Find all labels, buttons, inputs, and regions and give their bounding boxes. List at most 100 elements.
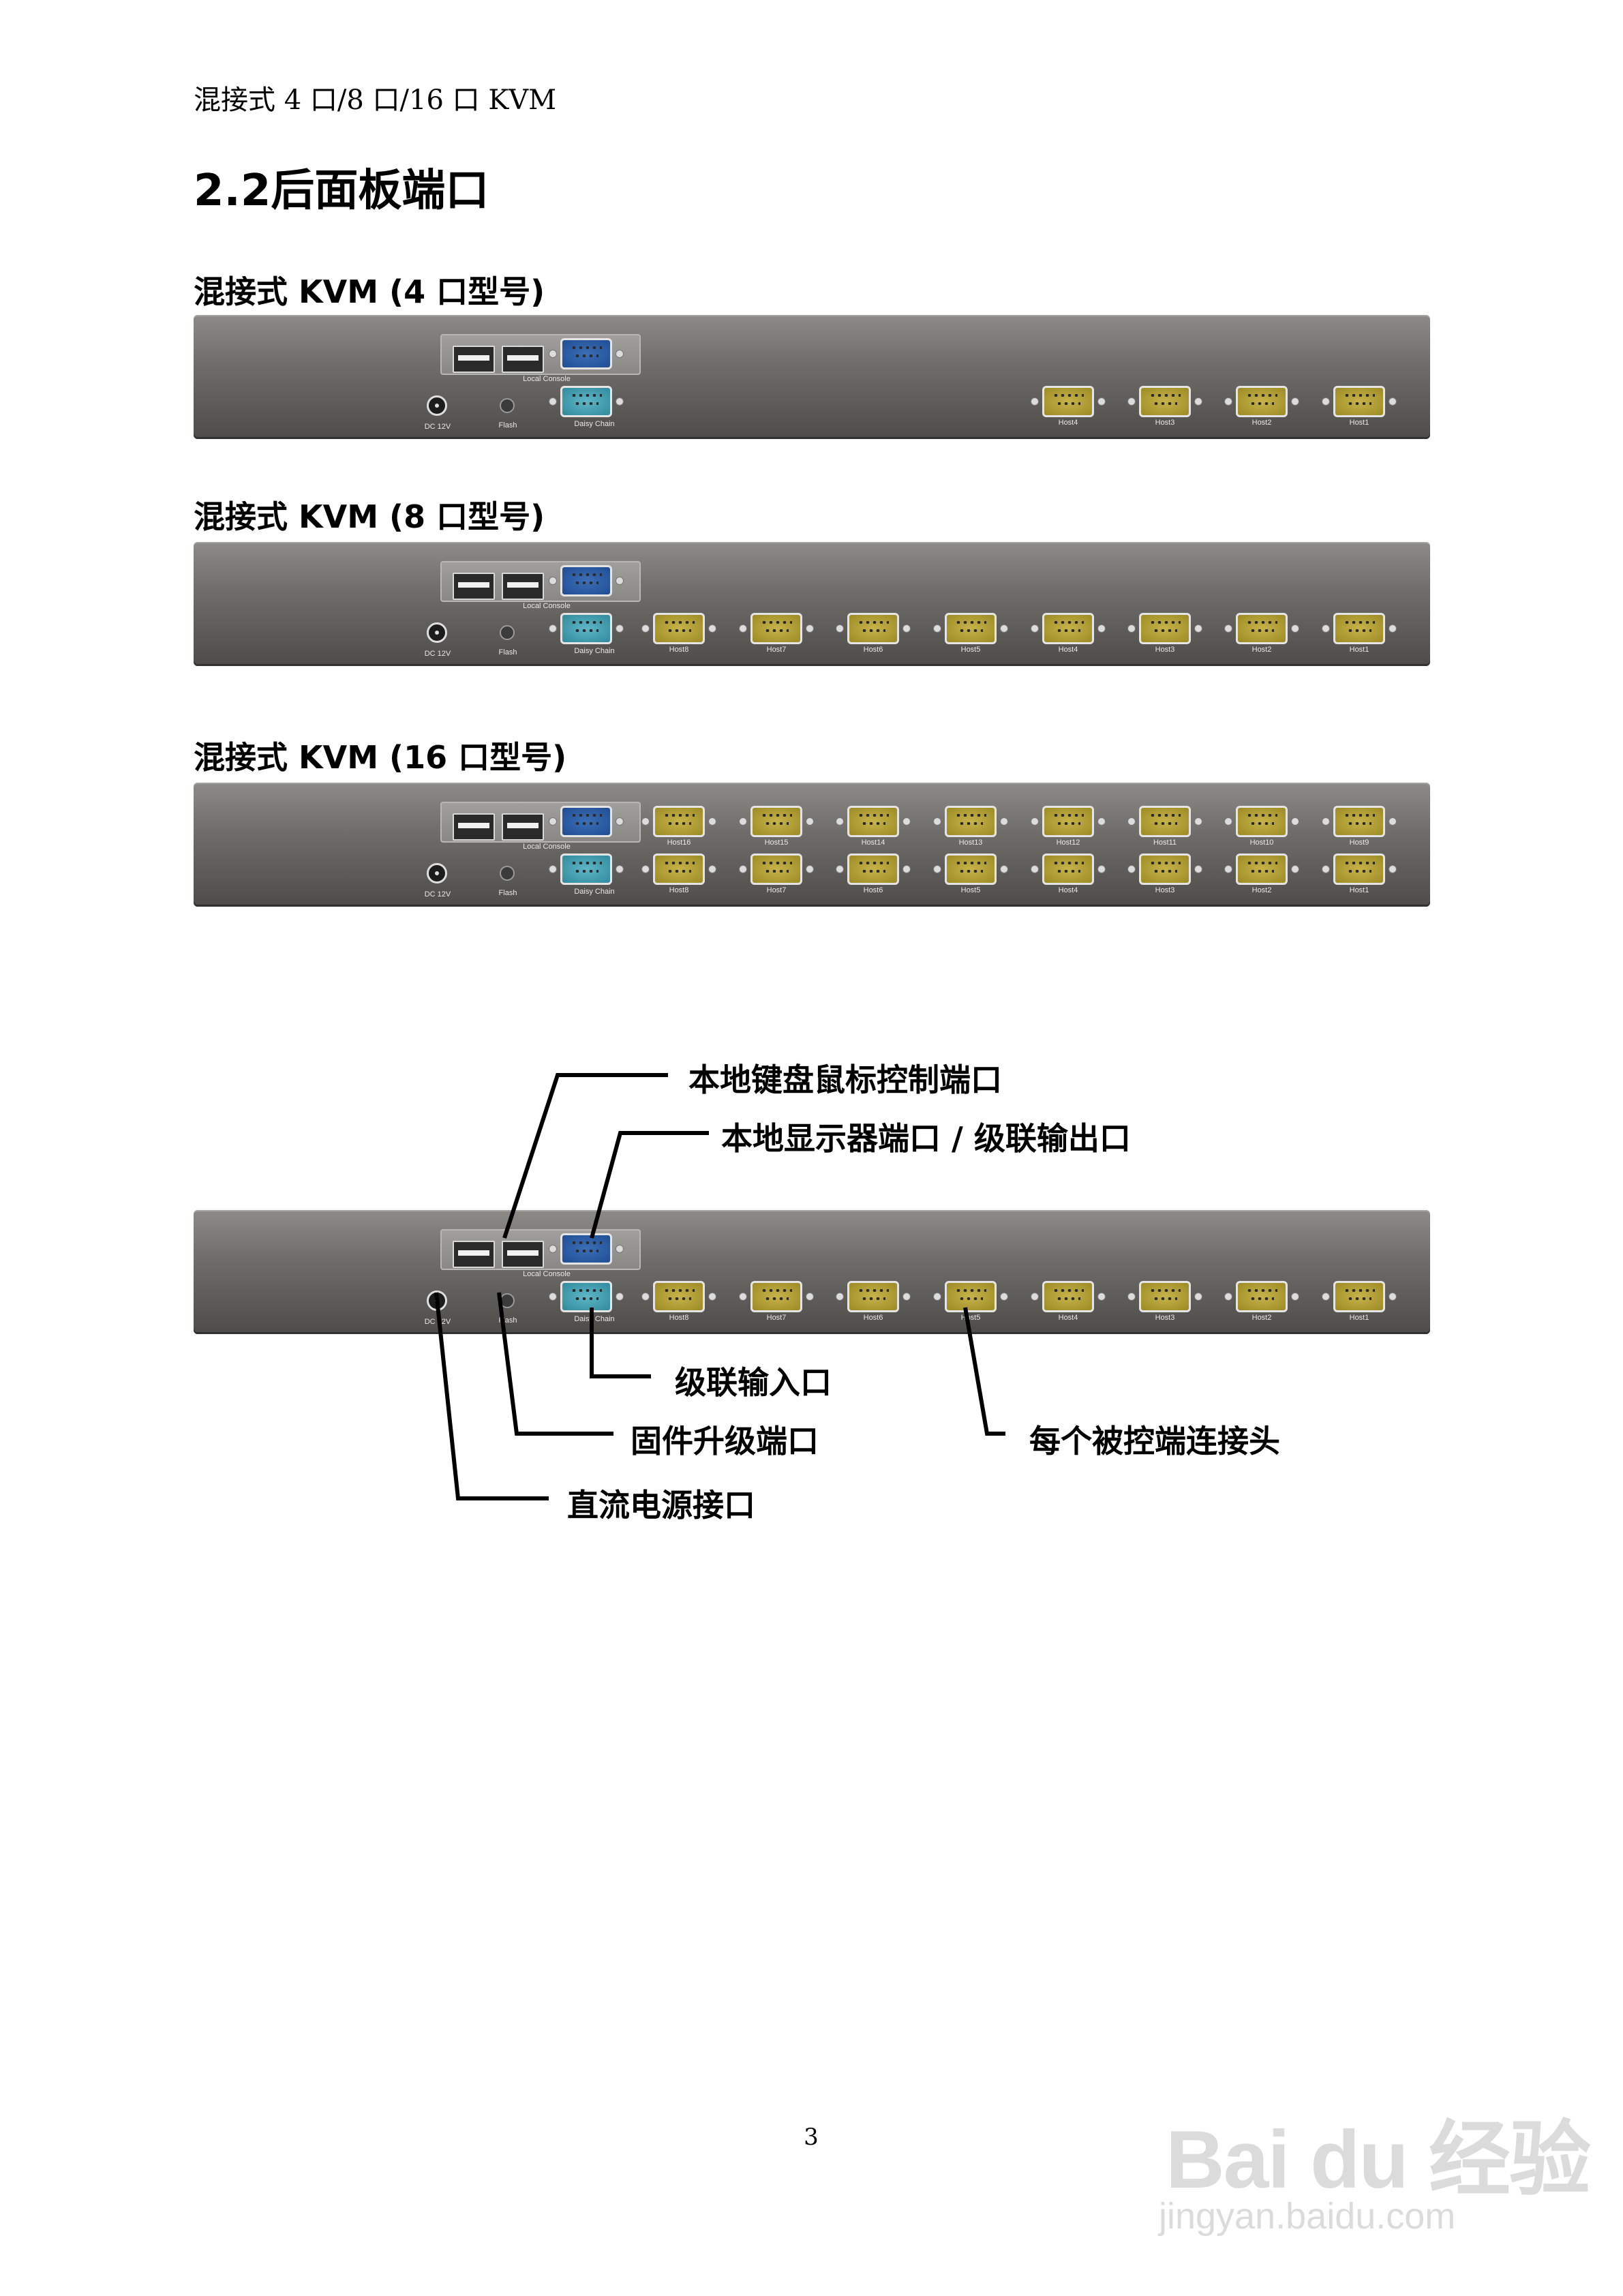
host-label-host4: Host4: [1058, 646, 1078, 654]
host-label-host16: Host16: [667, 839, 691, 847]
flash-button: [500, 625, 515, 640]
host-port-host11: [1127, 806, 1202, 837]
page-number: 3: [804, 2124, 819, 2151]
host-port-host5: [933, 1281, 1008, 1312]
host-port-host7: [739, 1281, 814, 1312]
baidu-jingyan-watermark: Bai du 经验 jingyan.baidu.com: [1152, 2031, 1591, 2250]
host-port-host8: [641, 613, 716, 644]
host-port-host1: [1322, 613, 1397, 644]
host-label-host12: Host12: [1056, 839, 1080, 847]
host-port-host5: [933, 854, 1008, 885]
host-port-host4: [1031, 854, 1106, 885]
console-vga-port: [549, 806, 624, 837]
host-label-host6: Host6: [863, 646, 883, 654]
host-label-host3: Host3: [1155, 646, 1175, 654]
usb-port-2: [502, 573, 544, 600]
host-port-host13: [933, 806, 1008, 837]
console-vga-port: [549, 338, 624, 369]
host-port-host15: [739, 806, 814, 837]
host-port-host16: [641, 806, 716, 837]
host-port-host2: [1224, 613, 1299, 644]
callout-monitor-cascade-out: 本地显示器端口 / 级联输出口: [721, 1120, 1131, 1157]
host-label-host15: Host15: [764, 839, 789, 847]
host-label-host13: Host13: [958, 839, 983, 847]
leader-firmware: [497, 1292, 613, 1436]
host-label-host4: Host4: [1058, 1314, 1078, 1322]
host-port-host8: [641, 1281, 716, 1312]
host-label-host3: Host3: [1155, 886, 1175, 894]
host-label-host4: Host4: [1058, 419, 1078, 427]
host-label-host2: Host2: [1252, 419, 1272, 427]
daisy-chain-port: [549, 613, 624, 644]
local-console-label: Local Console: [523, 843, 571, 851]
host-label-host1: Host1: [1349, 646, 1369, 654]
host-port-host3: [1127, 1281, 1202, 1312]
leader-dc-power: [434, 1292, 549, 1500]
model-heading-4-port: 混接式 KVM (4 口型号): [194, 273, 545, 310]
usb-port-1: [453, 573, 495, 600]
host-label-host8: Host8: [669, 646, 689, 654]
host-port-host4: [1031, 386, 1106, 417]
watermark-brand: Bai du 经验: [1166, 2114, 1591, 2205]
daisy-chain-label: Daisy Chain: [574, 888, 615, 896]
host-label-host1: Host1: [1349, 419, 1369, 427]
callout-host-connectors: 每个被控端连接头: [1029, 1423, 1280, 1460]
usb-port-1: [453, 346, 495, 373]
daisy-chain-label: Daisy Chain: [574, 647, 615, 655]
callout-dc-power: 直流电源接口: [567, 1487, 755, 1524]
host-label-host2: Host2: [1252, 1314, 1272, 1322]
host-port-host1: [1322, 386, 1397, 417]
daisy-chain-port: [549, 1281, 624, 1312]
host-port-host2: [1224, 386, 1299, 417]
callout-keyboard-mouse: 本地键盘鼠标控制端口: [688, 1061, 1002, 1098]
host-label-host11: Host11: [1153, 839, 1177, 847]
dc-power-jack: [427, 863, 447, 883]
host-port-host3: [1127, 854, 1202, 885]
dc-label: DC 12V: [424, 650, 451, 658]
flash-button: [500, 398, 515, 413]
host-label-host6: Host6: [863, 886, 883, 894]
leader-monitor-cascade-out: [590, 1131, 709, 1239]
daisy-chain-label: Daisy Chain: [574, 420, 615, 428]
usb-port-2: [502, 813, 544, 841]
host-port-host4: [1031, 1281, 1106, 1312]
host-port-host1: [1322, 854, 1397, 885]
dc-label: DC 12V: [424, 423, 451, 431]
host-port-host6: [836, 1281, 911, 1312]
dc-power-jack: [427, 395, 447, 416]
host-label-host8: Host8: [669, 886, 689, 894]
host-port-host7: [739, 854, 814, 885]
callout-firmware: 固件升级端口: [631, 1423, 819, 1460]
host-label-host3: Host3: [1155, 1314, 1175, 1322]
watermark-url: jingyan.baidu.com: [1159, 2196, 1456, 2237]
local-console-label: Local Console: [523, 375, 571, 383]
model-heading-16-port: 混接式 KVM (16 口型号): [194, 739, 567, 776]
leader-keyboard-mouse: [502, 1073, 668, 1239]
host-port-host9: [1322, 806, 1397, 837]
usb-port-2: [502, 1241, 544, 1268]
console-vga-port: [549, 1233, 624, 1265]
host-port-host6: [836, 854, 911, 885]
host-label-host3: Host3: [1155, 419, 1175, 427]
host-label-host7: Host7: [766, 1314, 787, 1322]
host-label-host5: Host5: [960, 646, 981, 654]
host-label-host1: Host1: [1349, 1314, 1369, 1322]
host-label-host2: Host2: [1252, 646, 1272, 654]
host-port-host3: [1127, 613, 1202, 644]
host-port-host7: [739, 613, 814, 644]
model-heading-8-port: 混接式 KVM (8 口型号): [194, 498, 545, 535]
host-port-host2: [1224, 1281, 1299, 1312]
host-port-host5: [933, 613, 1008, 644]
daisy-chain-port: [549, 854, 624, 885]
host-label-host9: Host9: [1349, 839, 1369, 847]
usb-port-2: [502, 346, 544, 373]
host-port-host10: [1224, 806, 1299, 837]
host-port-host2: [1224, 854, 1299, 885]
host-label-host1: Host1: [1349, 886, 1369, 894]
daisy-chain-port: [549, 386, 624, 417]
dc-power-jack: [427, 622, 447, 643]
